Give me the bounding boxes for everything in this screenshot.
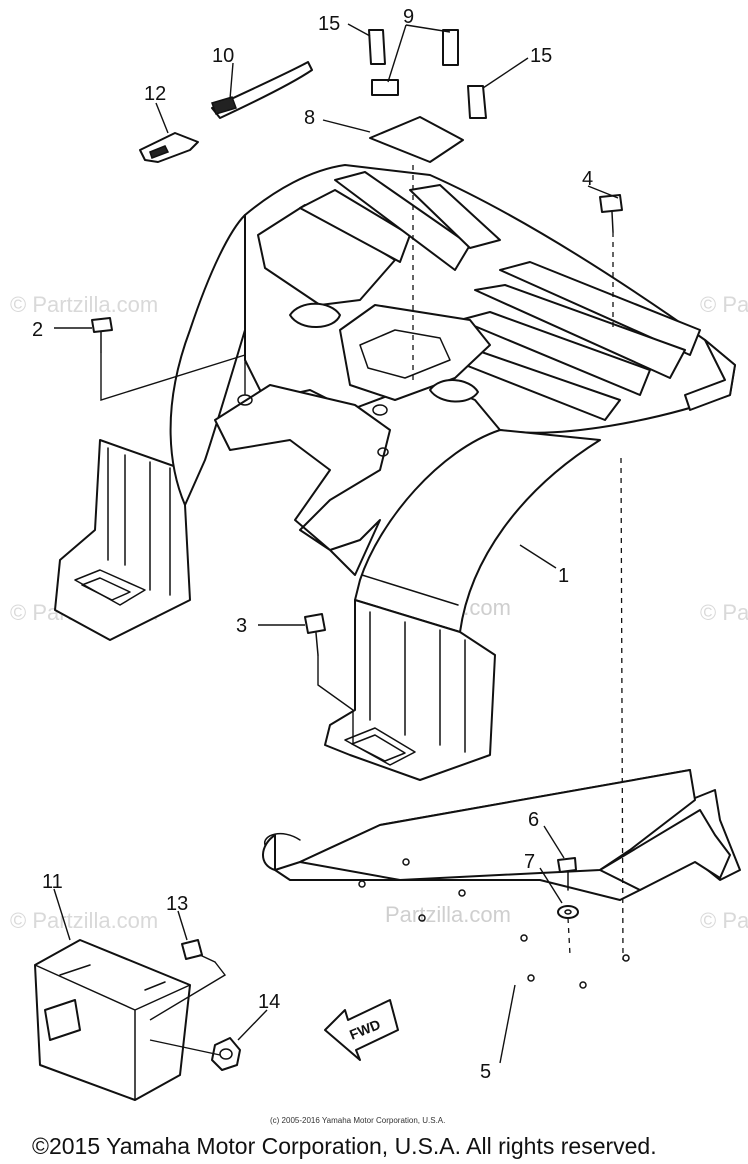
callout-11: 11 bbox=[42, 871, 63, 893]
fwd-arrow: FWD bbox=[324, 999, 399, 1061]
callout-15-right: 15 bbox=[530, 45, 552, 67]
small-parts bbox=[139, 29, 487, 163]
assembly-lines bbox=[100, 165, 624, 1056]
callout-13: 13 bbox=[166, 893, 188, 915]
callout-2: 2 bbox=[32, 319, 43, 341]
callout-15-left: 15 bbox=[318, 13, 340, 35]
watermark-right-top: © Partzilla.com bbox=[700, 292, 748, 317]
watermark-left-top: © Partzilla.com bbox=[10, 292, 158, 317]
watermarks: © Partzilla.com © Partzilla.com © Partzi… bbox=[10, 292, 748, 933]
callout-8: 8 bbox=[304, 107, 315, 129]
rear-fender-rack bbox=[54, 164, 736, 781]
callout-9: 9 bbox=[403, 6, 414, 28]
callout-10: 10 bbox=[212, 45, 234, 67]
watermark-left-bottom: © Partzilla.com bbox=[10, 908, 158, 933]
callout-14: 14 bbox=[258, 991, 280, 1013]
copyright-main: ©2015 Yamaha Motor Corporation, U.S.A. A… bbox=[32, 1133, 657, 1159]
callout-5: 5 bbox=[480, 1061, 491, 1083]
callout-3: 3 bbox=[236, 615, 247, 637]
storage-box bbox=[34, 939, 191, 1101]
callouts: 1 2 3 4 5 6 7 8 9 10 11 12 13 14 15 15 bbox=[32, 6, 593, 1083]
watermark-right-bottom: © Partzilla.com bbox=[700, 908, 748, 933]
watermark-right-mid: © Partzilla.com bbox=[700, 600, 748, 625]
callout-1: 1 bbox=[558, 565, 569, 587]
callout-4: 4 bbox=[582, 168, 593, 190]
step-plate bbox=[262, 769, 741, 989]
callout-12: 12 bbox=[144, 83, 166, 105]
watermark-center-bottom: Partzilla.com bbox=[385, 902, 511, 927]
callout-6: 6 bbox=[528, 809, 539, 831]
copyright-small: (c) 2005-2016 Yamaha Motor Corporation, … bbox=[270, 1116, 445, 1125]
callout-7: 7 bbox=[524, 851, 535, 873]
callout-leaders bbox=[53, 23, 619, 1064]
